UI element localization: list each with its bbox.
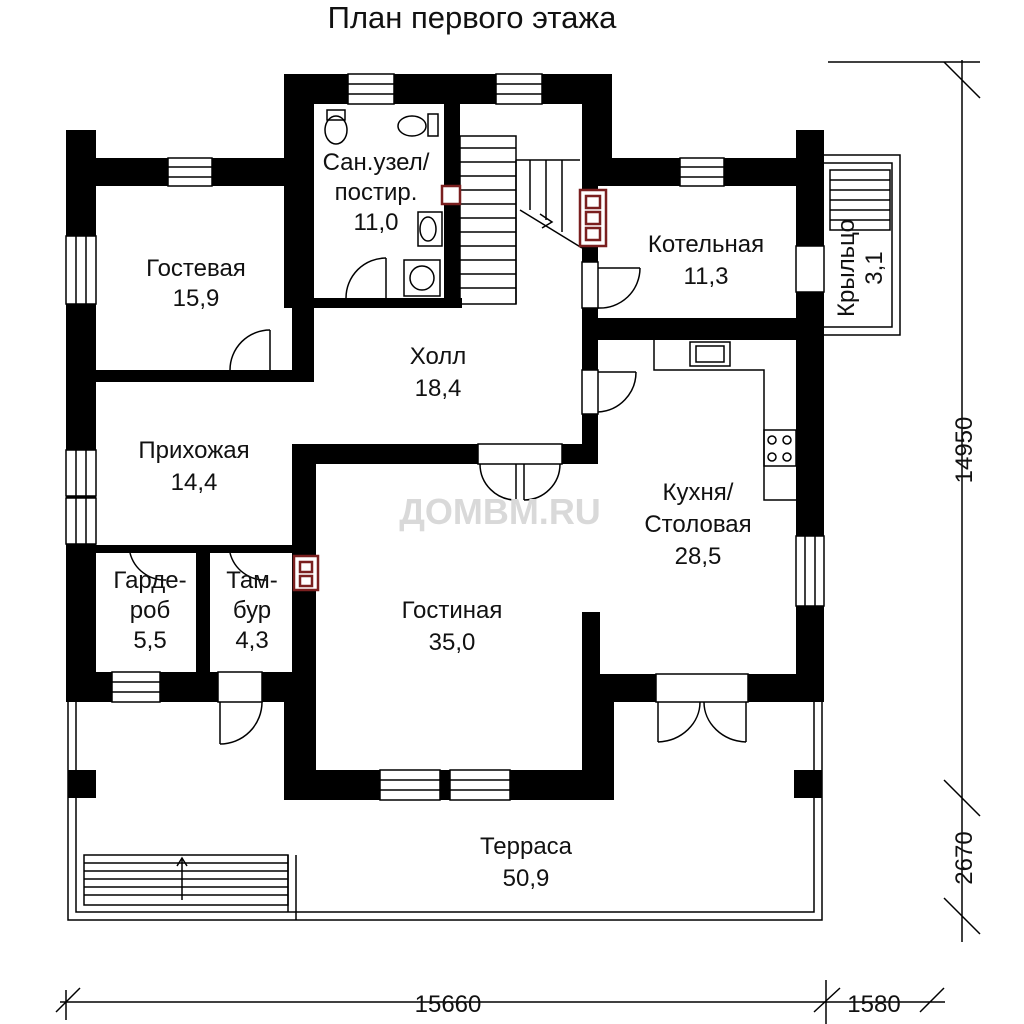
room-bath-area: 11,0: [354, 209, 399, 236]
room-bath-name: Сан.узел/: [323, 149, 430, 176]
room-terrace-name: Терраса: [480, 833, 573, 860]
chimneys: [292, 184, 608, 592]
bath-fixtures: [324, 109, 443, 297]
room-bath-name-2: постир.: [335, 179, 418, 206]
windows: [65, 73, 825, 801]
room-hall-name: Холл: [410, 343, 467, 370]
room-vestibule-name-2: бур: [233, 597, 271, 624]
dim-width-main: 15660: [415, 991, 482, 1018]
dim-height-terrace: 2670: [951, 831, 978, 884]
room-entry-area: 14,4: [171, 469, 218, 496]
porch-outline: [822, 154, 901, 336]
terrace-stairs: [83, 854, 289, 906]
room-guest-area: 15,9: [173, 285, 220, 312]
room-labels: Гостевая 15,9 Сан.узел/ постир. 11,0 Кот…: [113, 149, 888, 892]
room-living-name: Гостиная: [402, 597, 503, 624]
room-boiler-area: 11,3: [684, 263, 729, 290]
room-kitchen-name-2: Столовая: [644, 511, 751, 538]
watermark: ДОМВМ.RU: [399, 491, 601, 532]
room-hall-area: 18,4: [415, 375, 462, 402]
dim-width-porch: 1580: [847, 991, 900, 1018]
room-wardrobe-area: 5,5: [133, 627, 166, 654]
room-living-area: 35,0: [429, 629, 476, 656]
room-wardrobe-name: Гарде-: [113, 567, 186, 594]
dimension-lines: [55, 60, 981, 1024]
room-guest-name: Гостевая: [146, 255, 246, 282]
room-entry-name: Прихожая: [138, 437, 249, 464]
room-terrace-area: 50,9: [503, 865, 550, 892]
main-stairs: [459, 135, 583, 305]
dim-height-main: 14950: [951, 417, 978, 484]
room-kitchen-area: 28,5: [675, 543, 722, 570]
room-vestibule-area: 4,3: [235, 627, 268, 654]
kitchen-fixtures: [653, 340, 797, 501]
room-porch-area: 3,1: [861, 251, 888, 284]
room-porch-name: Крыльцо: [833, 219, 860, 317]
room-kitchen-name: Кухня/: [663, 479, 734, 506]
room-vestibule-name: Там-: [226, 567, 277, 594]
room-boiler-name: Котельная: [648, 231, 764, 258]
room-wardrobe-name-2: роб: [130, 597, 170, 624]
plan-title: План первого этажа: [328, 0, 617, 35]
door-swings: [129, 257, 747, 745]
